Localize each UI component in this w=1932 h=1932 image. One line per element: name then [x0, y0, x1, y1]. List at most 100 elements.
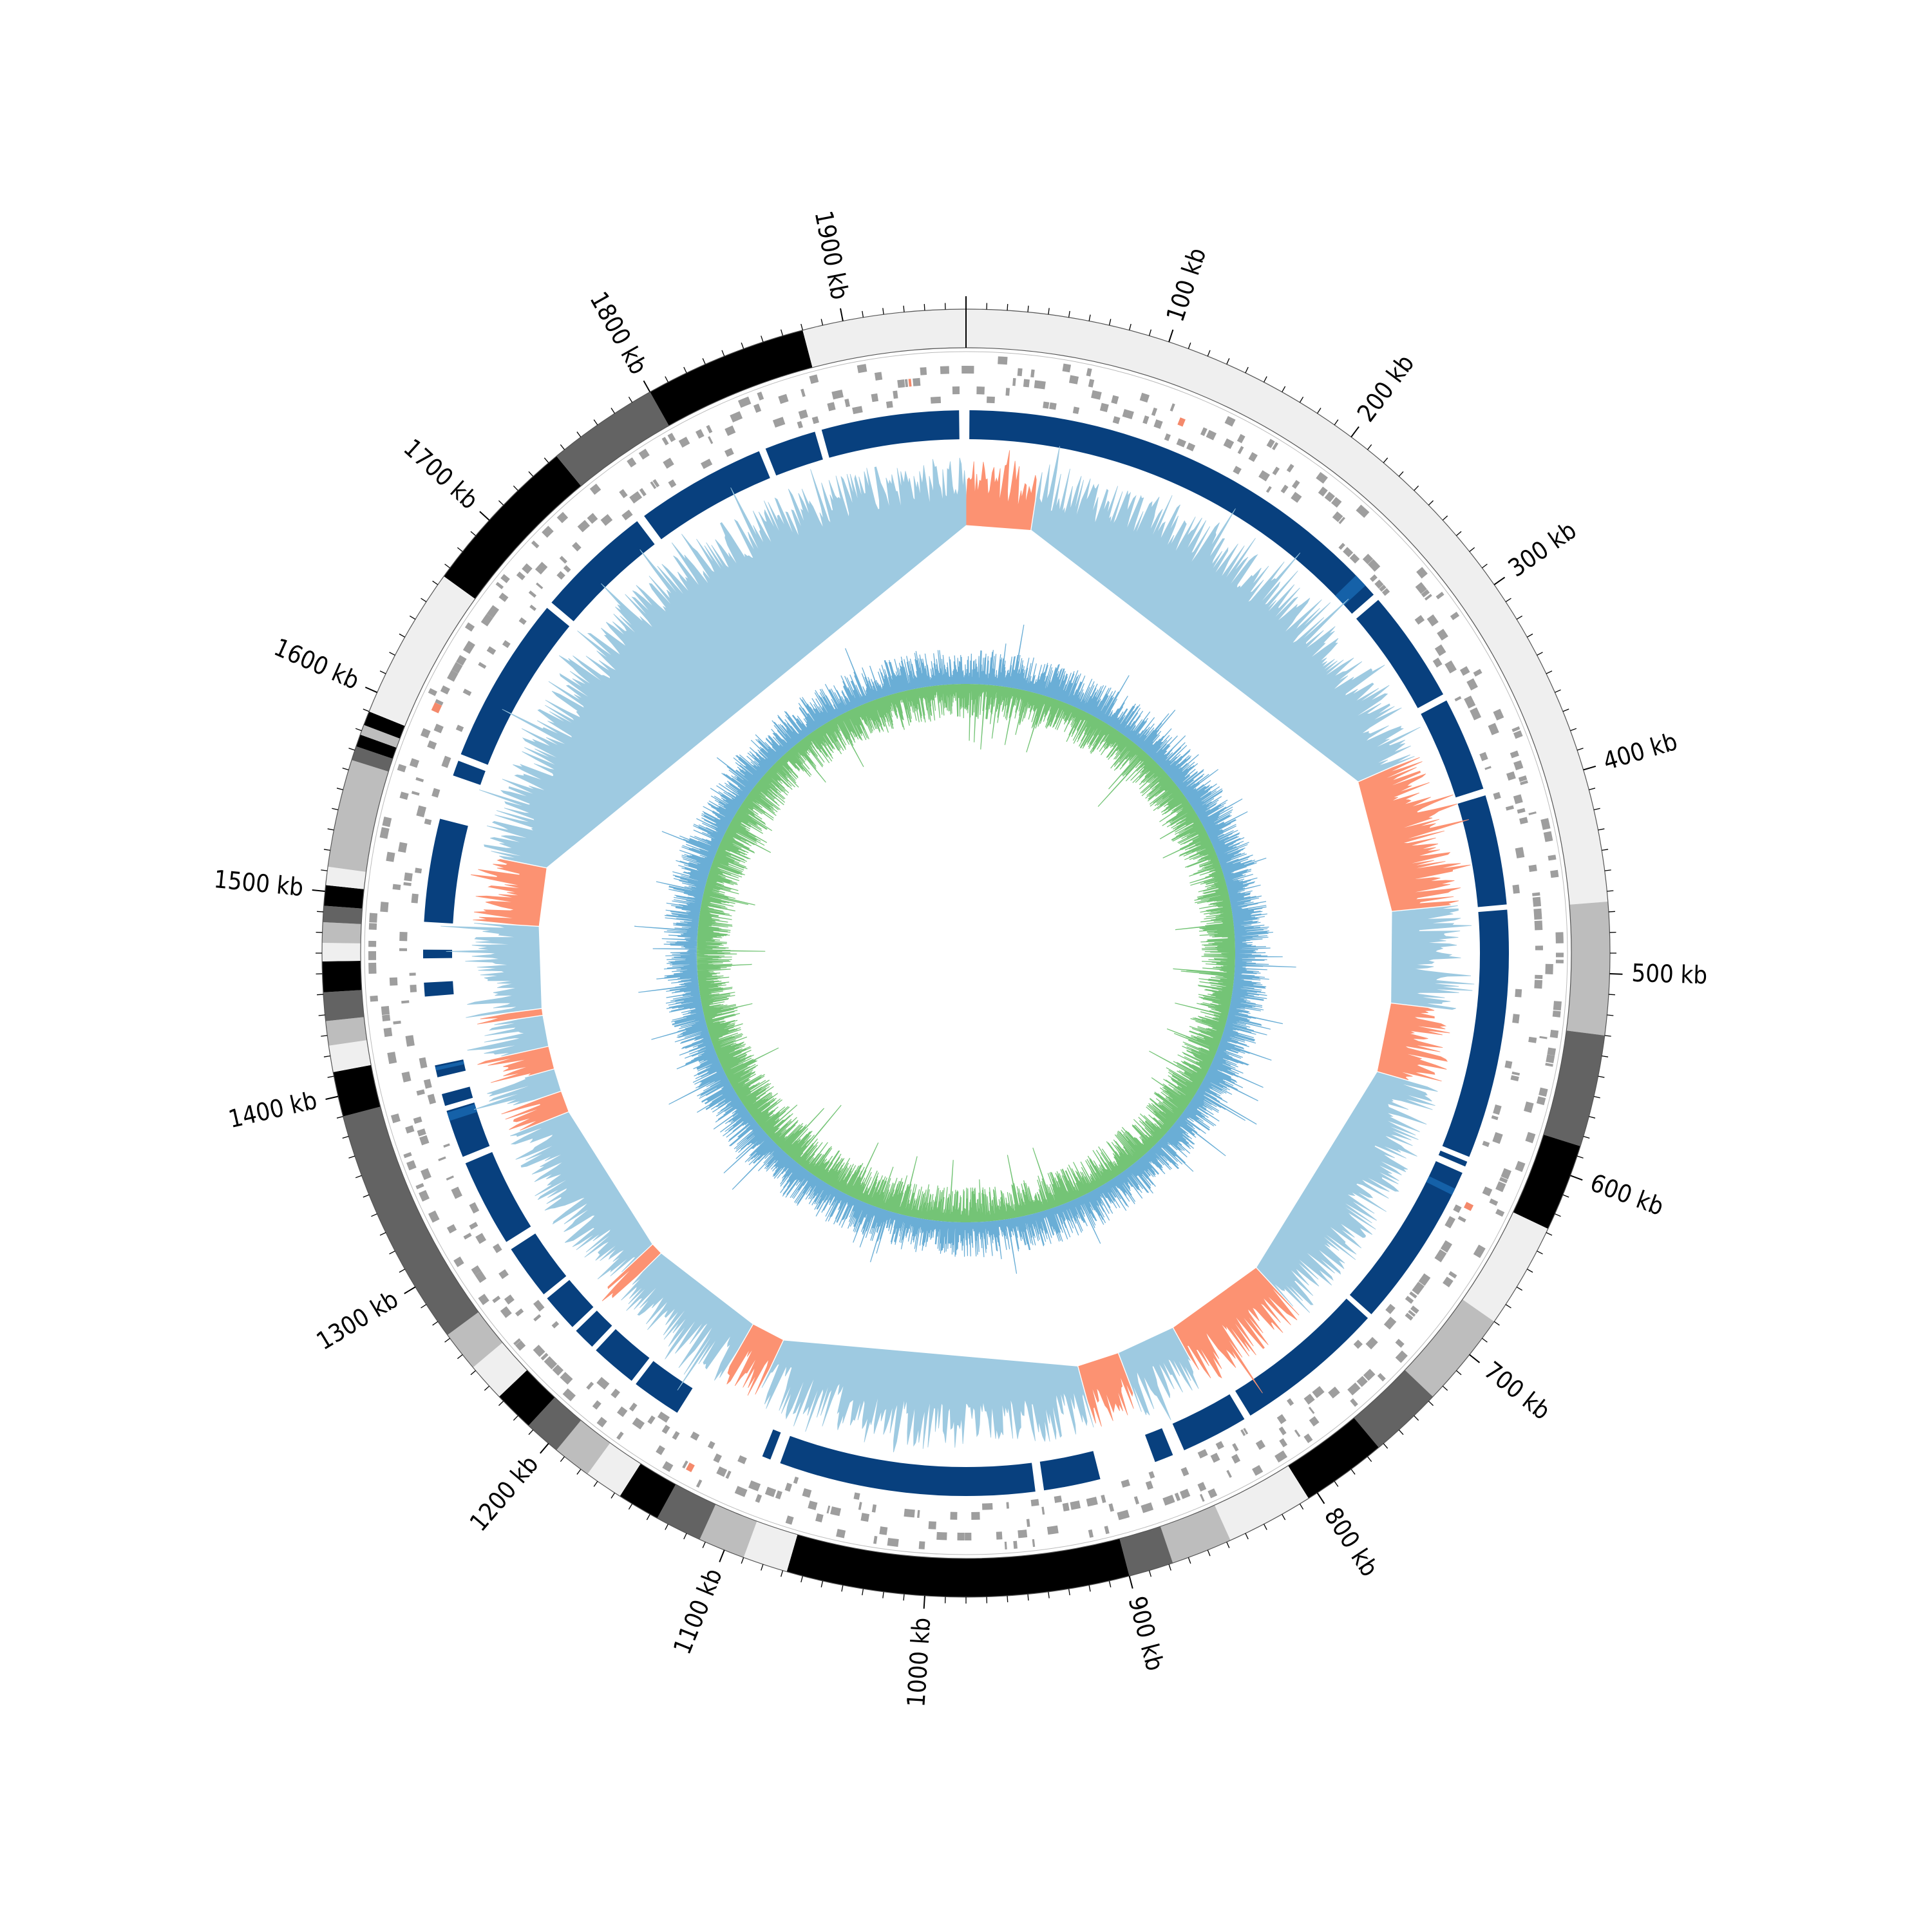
contig-segment [587, 1443, 641, 1497]
gene-feature [1226, 1470, 1232, 1478]
gene-feature [399, 931, 408, 942]
gene-feature [1408, 1310, 1416, 1317]
gene-feature [462, 640, 475, 654]
skew-negative-area [470, 858, 547, 926]
minor-tick [1608, 994, 1615, 996]
kb-label: 500 kb [1631, 959, 1708, 990]
gene-feature [551, 1321, 560, 1329]
gene-feature [1539, 1087, 1548, 1097]
gene-feature [836, 1529, 846, 1539]
gene-feature [1444, 1216, 1456, 1229]
skew-positive-area [479, 457, 967, 868]
gene-feature [1141, 1502, 1154, 1513]
gene-feature [755, 1494, 762, 1503]
minor-tick [1383, 1443, 1388, 1449]
minor-tick [1367, 444, 1372, 450]
gene-feature [1482, 1186, 1493, 1197]
gene-feature [486, 605, 500, 618]
gene-feature [441, 755, 451, 768]
gene-feature [1309, 1416, 1320, 1427]
gene-feature [1179, 1488, 1191, 1499]
gene-feature [493, 1243, 502, 1253]
gene-feature [1041, 1506, 1045, 1515]
gene-feature [533, 1300, 545, 1312]
homology-block [441, 1086, 473, 1106]
minor-tick [1316, 408, 1321, 414]
gene-feature [399, 948, 408, 951]
gene-feature [1501, 1168, 1511, 1180]
minor-tick [1526, 1269, 1533, 1273]
gene-feature [844, 399, 851, 408]
minor-tick [336, 1116, 343, 1119]
gene-feature [1243, 1428, 1249, 1435]
gene-feature [393, 1020, 401, 1025]
contig-segment [323, 905, 363, 924]
contig-segment [1543, 1030, 1605, 1146]
gene-feature [957, 1532, 965, 1540]
gene-feature [1511, 1071, 1520, 1076]
gene-feature [708, 436, 714, 444]
gene-feature [419, 1189, 430, 1202]
gene-feature [1374, 579, 1384, 589]
skew-negative-area [501, 1092, 569, 1131]
gene-feature [1017, 368, 1023, 377]
minor-tick [336, 788, 343, 790]
kb-label: 1700 kb [398, 433, 484, 515]
gene-feature [1520, 780, 1528, 786]
minor-tick [1442, 515, 1448, 521]
gene-ring-edge [364, 351, 1568, 1555]
kb-label: 1300 kb [312, 1285, 403, 1356]
gene-feature [1547, 1047, 1557, 1056]
gene-feature [809, 374, 819, 384]
gene-feature [1111, 395, 1119, 404]
contig-ring [321, 308, 1611, 1598]
minor-tick [323, 849, 330, 851]
gene-feature [1426, 614, 1439, 627]
gene-feature [1415, 582, 1427, 594]
gene-feature [431, 788, 440, 798]
gene-feature [772, 417, 786, 428]
minor-tick [1350, 1469, 1356, 1475]
gene-feature [1231, 1454, 1241, 1464]
minor-tick [317, 911, 324, 913]
gene-feature [798, 409, 808, 419]
homology-block [1457, 795, 1507, 907]
gene-feature [1535, 974, 1543, 980]
gene-feature [1365, 1337, 1378, 1350]
gene-feature [1280, 484, 1289, 494]
major-tick [923, 1595, 925, 1609]
gene-feature [1552, 1010, 1561, 1018]
minor-tick [1570, 728, 1577, 732]
minor-tick [1245, 1533, 1249, 1540]
gene-feature [518, 617, 527, 625]
gene-feature [1286, 1398, 1294, 1406]
minor-tick [702, 358, 706, 365]
gene-feature [1381, 588, 1390, 596]
gene-feature [621, 509, 633, 520]
gene-feature [852, 406, 863, 415]
minor-tick [318, 1014, 325, 1016]
gene-feature [619, 489, 628, 498]
gene-feature [423, 1079, 432, 1089]
minor-tick [781, 329, 784, 336]
homology-block [1172, 1394, 1245, 1450]
minor-tick [432, 580, 439, 585]
contig-segment [1288, 1417, 1379, 1499]
contig-segment [343, 1106, 479, 1335]
gene-feature [1450, 611, 1460, 621]
contig-segment [1566, 901, 1611, 1036]
minor-tick [761, 1564, 764, 1571]
minor-tick [1088, 314, 1091, 321]
skew-negative-area [1173, 1267, 1300, 1394]
gene-feature [800, 388, 806, 397]
gene-feature [522, 563, 533, 574]
gene-feature [1197, 1482, 1207, 1492]
gene-feature [1343, 547, 1354, 558]
gene-feature [1434, 1249, 1447, 1263]
minor-tick [470, 531, 476, 536]
minor-tick [1589, 1116, 1596, 1119]
minor-tick [611, 408, 616, 414]
gene-feature [480, 613, 493, 627]
gene-feature [632, 1417, 645, 1430]
